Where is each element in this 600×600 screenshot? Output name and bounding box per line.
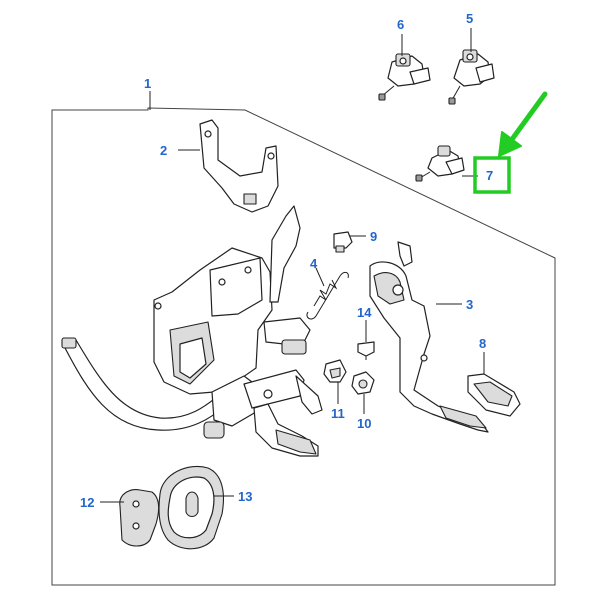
- callout-10: 10: [357, 416, 371, 431]
- callout-3: 3: [466, 297, 473, 312]
- callout-8: 8: [479, 336, 486, 351]
- clutch-pedal: [253, 403, 319, 457]
- highlight-box-7: [473, 156, 511, 194]
- callout-11: 11: [331, 406, 345, 421]
- bolt-part-9: [333, 231, 353, 253]
- clip-part-11: [323, 359, 347, 383]
- switch-part-5: [448, 49, 495, 105]
- leader-4: [315, 267, 325, 287]
- gasket-part-12: [119, 489, 160, 547]
- callout-6: 6: [397, 17, 404, 32]
- callout-5: 5: [466, 11, 473, 26]
- callout-14: 14: [357, 305, 372, 320]
- callout-4: 4: [310, 256, 318, 271]
- switch-part-7: [415, 145, 465, 182]
- callout-9: 9: [370, 229, 377, 244]
- callout-12: 12: [80, 495, 94, 510]
- arrow-icon: [498, 91, 548, 157]
- clip-part-14: [357, 341, 375, 360]
- brake-pedal-part-3: [369, 241, 489, 433]
- switch-part-6: [378, 53, 431, 101]
- assembly-frame: [51, 107, 556, 586]
- callout-13: 13: [238, 489, 252, 504]
- callout-1: 1: [144, 76, 151, 91]
- callout-7: 7: [486, 168, 493, 183]
- seal-part-13: [158, 466, 225, 550]
- master-cylinder: [203, 369, 323, 439]
- spring-part-4: [306, 271, 349, 320]
- callout-2: 2: [160, 143, 167, 158]
- bracket-part-2: [199, 119, 279, 213]
- pedal-pad-part-8: [467, 373, 521, 417]
- pedal-box-housing: [153, 205, 311, 395]
- nut-part-10: [351, 371, 375, 395]
